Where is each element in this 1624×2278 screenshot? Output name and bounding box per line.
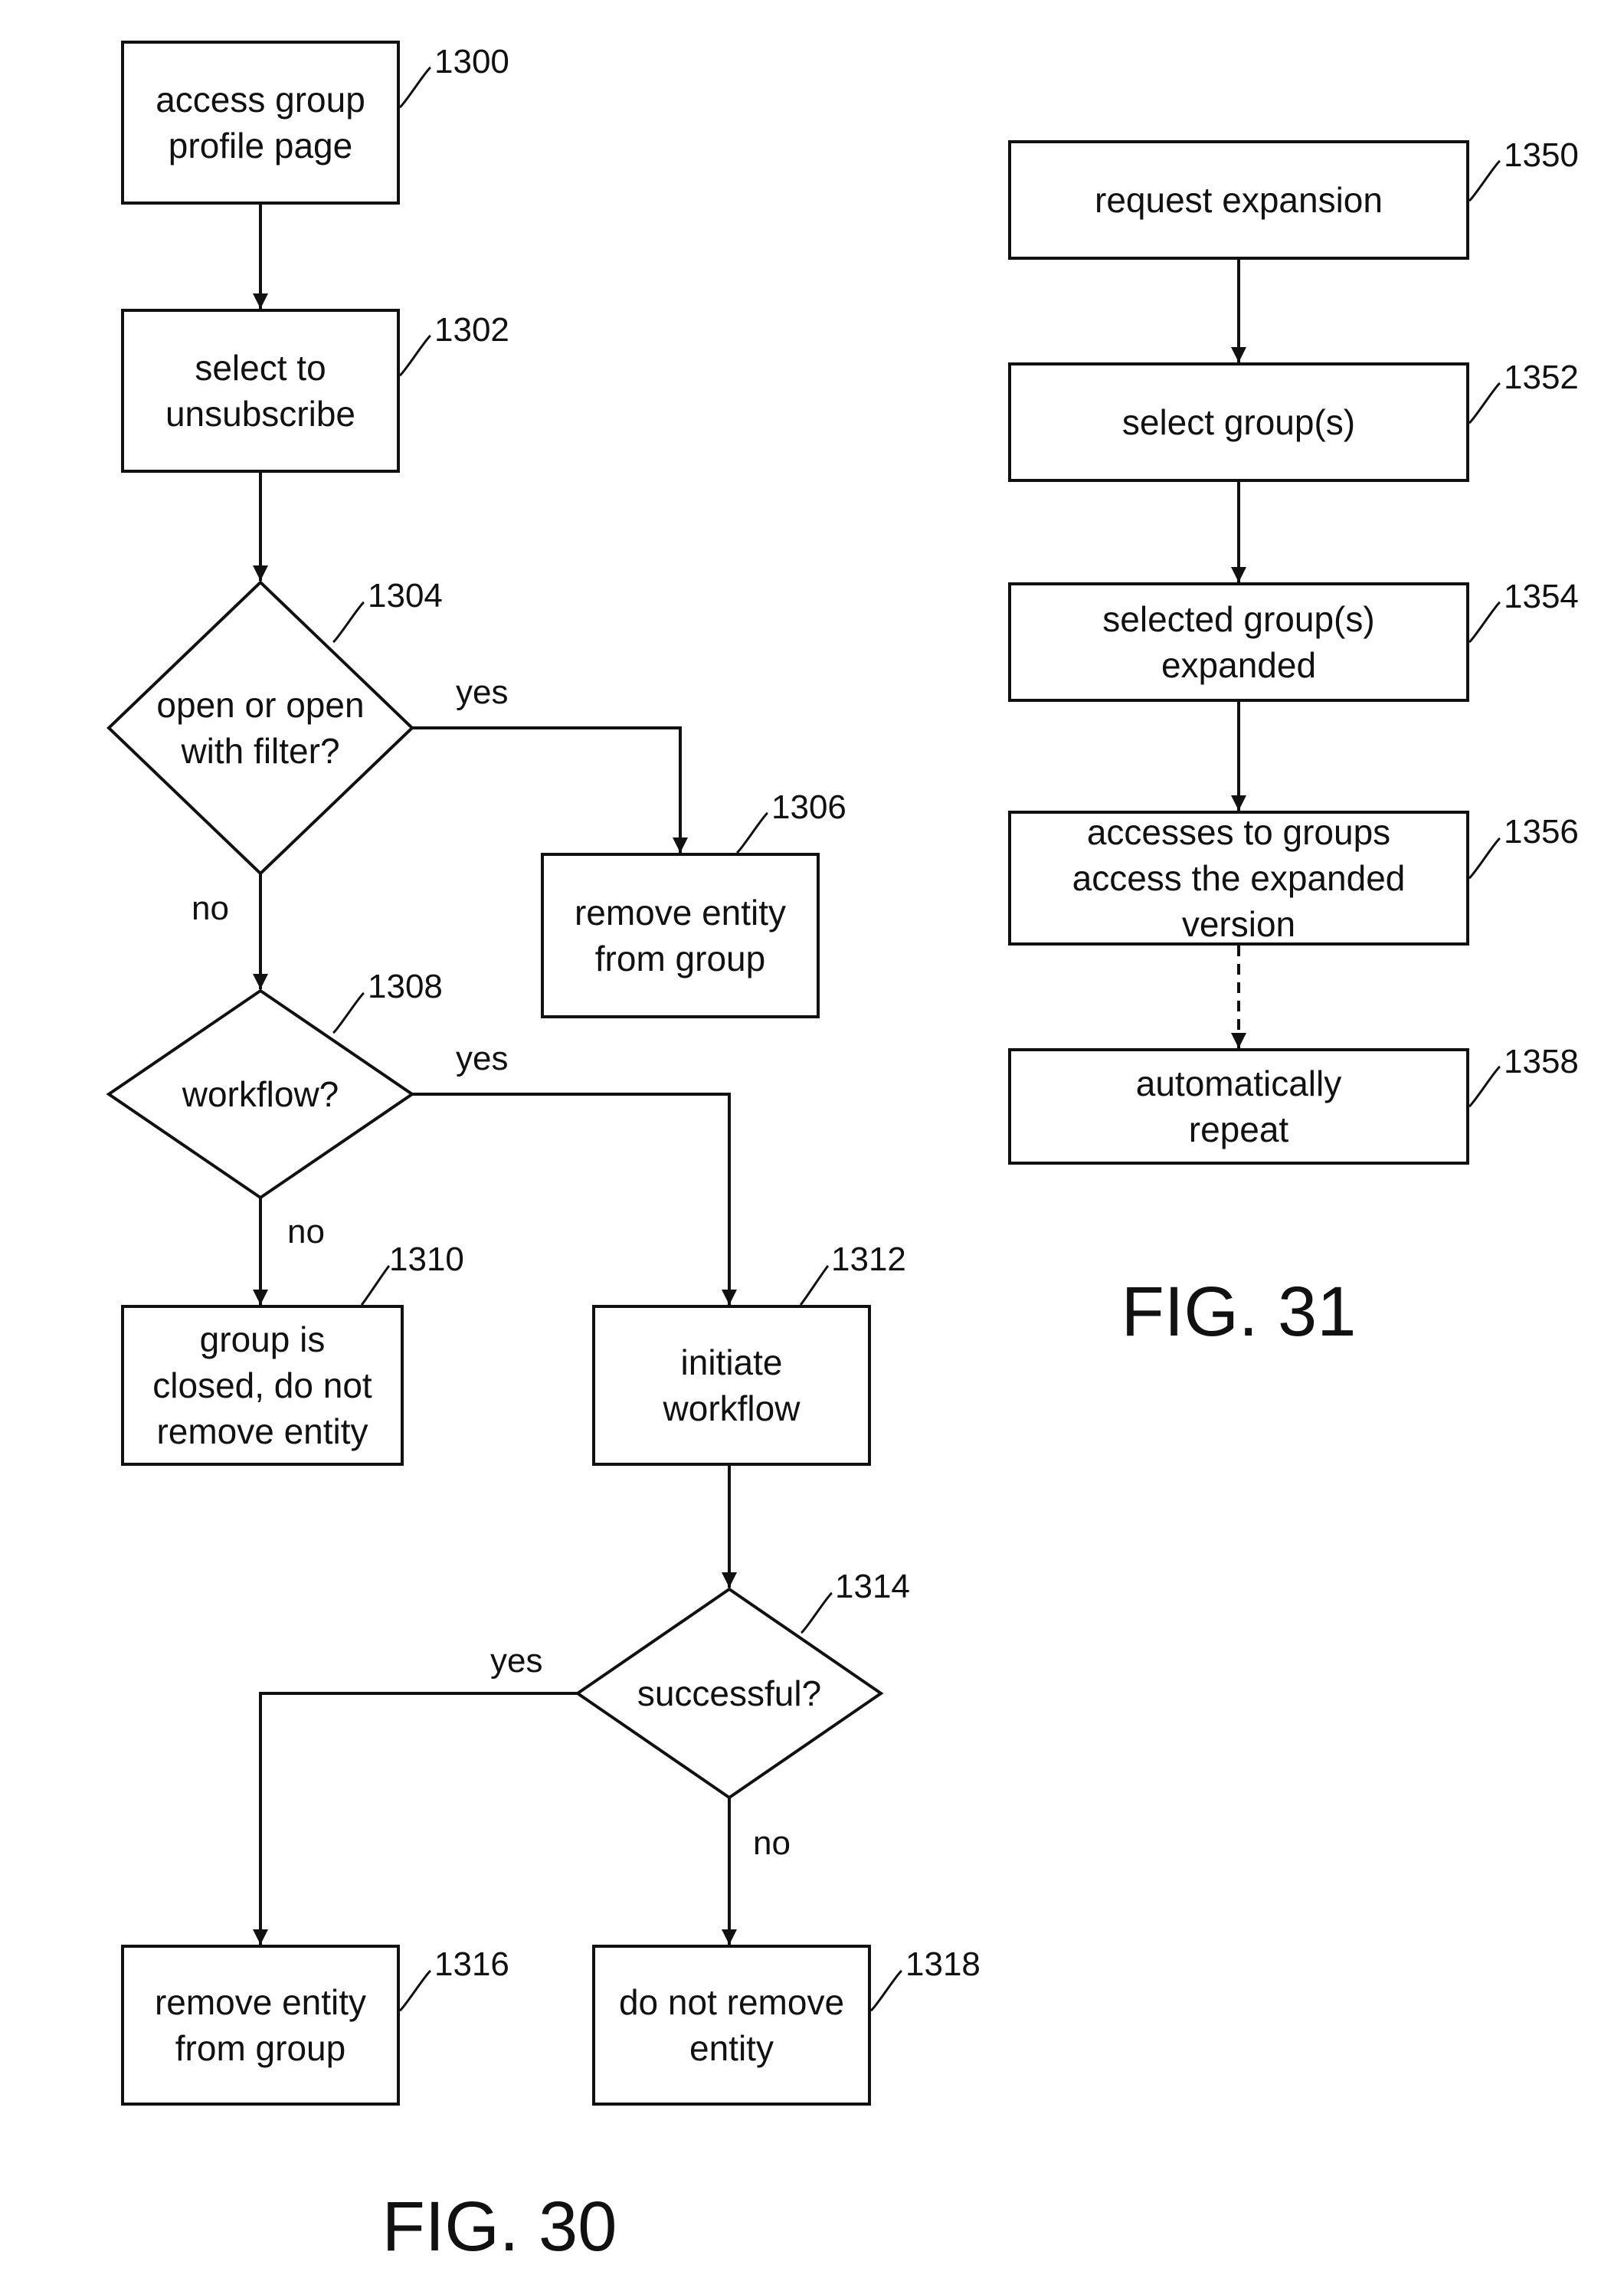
node-label-line: workflow — [663, 1388, 801, 1428]
node-label-line: request expansion — [1095, 180, 1383, 220]
reference-leader-line — [333, 993, 364, 1033]
flow-node-1350: request expansion 1350 — [1010, 136, 1579, 258]
reference-leader-line — [1469, 602, 1500, 642]
reference-leader-line — [1469, 1067, 1500, 1106]
reference-numeral: 1318 — [905, 1945, 981, 1983]
node-label-line: closed, do not — [152, 1365, 372, 1405]
reference-numeral: 1304 — [368, 577, 443, 615]
node-label-line: repeat — [1189, 1110, 1289, 1149]
node-label-line: initiate — [681, 1342, 783, 1382]
edge-1304-1306-yes — [412, 728, 680, 853]
reference-numeral: 1306 — [771, 788, 846, 826]
flow-node-1354: selected group(s) expanded 1354 — [1010, 578, 1579, 700]
flow-node-1356: accesses to groups access the expanded ver… — [1010, 812, 1579, 944]
node-label-line: automatically — [1136, 1064, 1341, 1103]
reference-numeral: 1356 — [1504, 813, 1579, 851]
node-label-line: from group — [595, 939, 765, 978]
reference-leader-line — [1469, 383, 1500, 423]
node-label-line: remove entity — [156, 1411, 368, 1451]
reference-leader-line — [1469, 838, 1500, 878]
flow-node-1310: group is closed, do not remove entity 1310 — [123, 1241, 464, 1464]
flow-node-1302: select to unsubscribe 1302 — [123, 310, 509, 471]
reference-numeral: 1350 — [1504, 136, 1579, 174]
node-label-line: do not remove — [619, 1982, 844, 2022]
process-box — [594, 1306, 869, 1464]
figure-caption: FIG. 31 — [1121, 1273, 1357, 1351]
reference-numeral: 1316 — [434, 1945, 509, 1983]
flow-node-1316: remove entity from group 1316 — [123, 1945, 509, 2104]
node-label-line: select to — [195, 348, 326, 388]
node-label-line: select group(s) — [1122, 402, 1355, 442]
reference-numeral: 1310 — [389, 1241, 464, 1278]
branch-label-yes: yes — [490, 1642, 542, 1680]
reference-leader-line — [871, 1971, 902, 2011]
node-label-line: unsubscribe — [165, 394, 355, 434]
process-box — [123, 310, 398, 471]
shapes-layer: access group profile page 1300 select to uns… — [109, 42, 1579, 2104]
node-label-line: profile page — [169, 126, 352, 166]
reference-numeral: 1302 — [434, 311, 509, 349]
node-label-line: from group — [175, 2028, 345, 2068]
reference-leader-line — [1469, 161, 1500, 201]
branch-label-yes: yes — [456, 674, 508, 711]
node-label-line: remove entity — [575, 893, 786, 933]
node-label-line: selected group(s) — [1102, 599, 1374, 639]
process-box — [123, 1946, 398, 2104]
node-label-line: open or open — [156, 685, 364, 725]
flow-node-1306: remove entity from group 1306 — [542, 788, 846, 1017]
branch-label-yes: yes — [456, 1040, 508, 1077]
reference-leader-line — [400, 1971, 431, 2011]
figure-caption: FIG. 30 — [382, 2188, 617, 2266]
node-label-line: with filter? — [180, 731, 339, 771]
reference-leader-line — [801, 1593, 832, 1633]
flow-node-1314: successful? 1314 — [578, 1568, 910, 1798]
branch-label-no: no — [287, 1213, 325, 1250]
node-label-line: successful? — [637, 1673, 821, 1713]
decision-diamond — [109, 582, 412, 874]
reference-numeral: 1352 — [1504, 359, 1579, 396]
reference-numeral: 1300 — [434, 43, 509, 80]
flow-node-1308: workflow? 1308 — [109, 968, 443, 1198]
node-label-line: accesses to groups — [1087, 812, 1390, 852]
node-label-line: expanded — [1161, 645, 1316, 685]
reference-leader-line — [333, 602, 364, 642]
edge-1314-1316-yes — [260, 1693, 578, 1945]
flow-node-1318: do not remove entity 1318 — [594, 1945, 981, 2104]
reference-leader-line — [362, 1266, 389, 1305]
node-label-line: group is — [200, 1319, 326, 1359]
node-label-line: entity — [689, 2028, 774, 2068]
reference-numeral: 1354 — [1504, 578, 1579, 615]
flow-node-1352: select group(s) 1352 — [1010, 359, 1579, 480]
flow-node-1358: automatically repeat 1358 — [1010, 1043, 1579, 1163]
flow-node-1312: initiate workflow 1312 — [594, 1241, 906, 1464]
flow-node-1300: access group profile page 1300 — [123, 42, 509, 203]
reference-numeral: 1312 — [831, 1241, 906, 1278]
node-label-line: remove entity — [155, 1982, 366, 2022]
reference-leader-line — [801, 1266, 828, 1305]
node-label-line: access the expanded — [1072, 858, 1406, 898]
reference-leader-line — [400, 336, 431, 375]
process-box — [542, 854, 818, 1017]
node-label-line: workflow? — [182, 1074, 339, 1114]
reference-leader-line — [400, 67, 431, 107]
reference-numeral: 1314 — [835, 1568, 910, 1605]
branch-label-no: no — [192, 890, 229, 927]
node-label-line: version — [1182, 904, 1295, 944]
node-label-line: access group — [156, 80, 365, 120]
process-box — [594, 1946, 869, 2104]
flow-node-1304: open or open with filter? 1304 — [109, 577, 443, 874]
branch-label-no: no — [753, 1824, 791, 1862]
reference-leader-line — [737, 813, 768, 853]
reference-numeral: 1308 — [368, 968, 443, 1005]
process-box — [123, 42, 398, 203]
reference-numeral: 1358 — [1504, 1043, 1579, 1080]
